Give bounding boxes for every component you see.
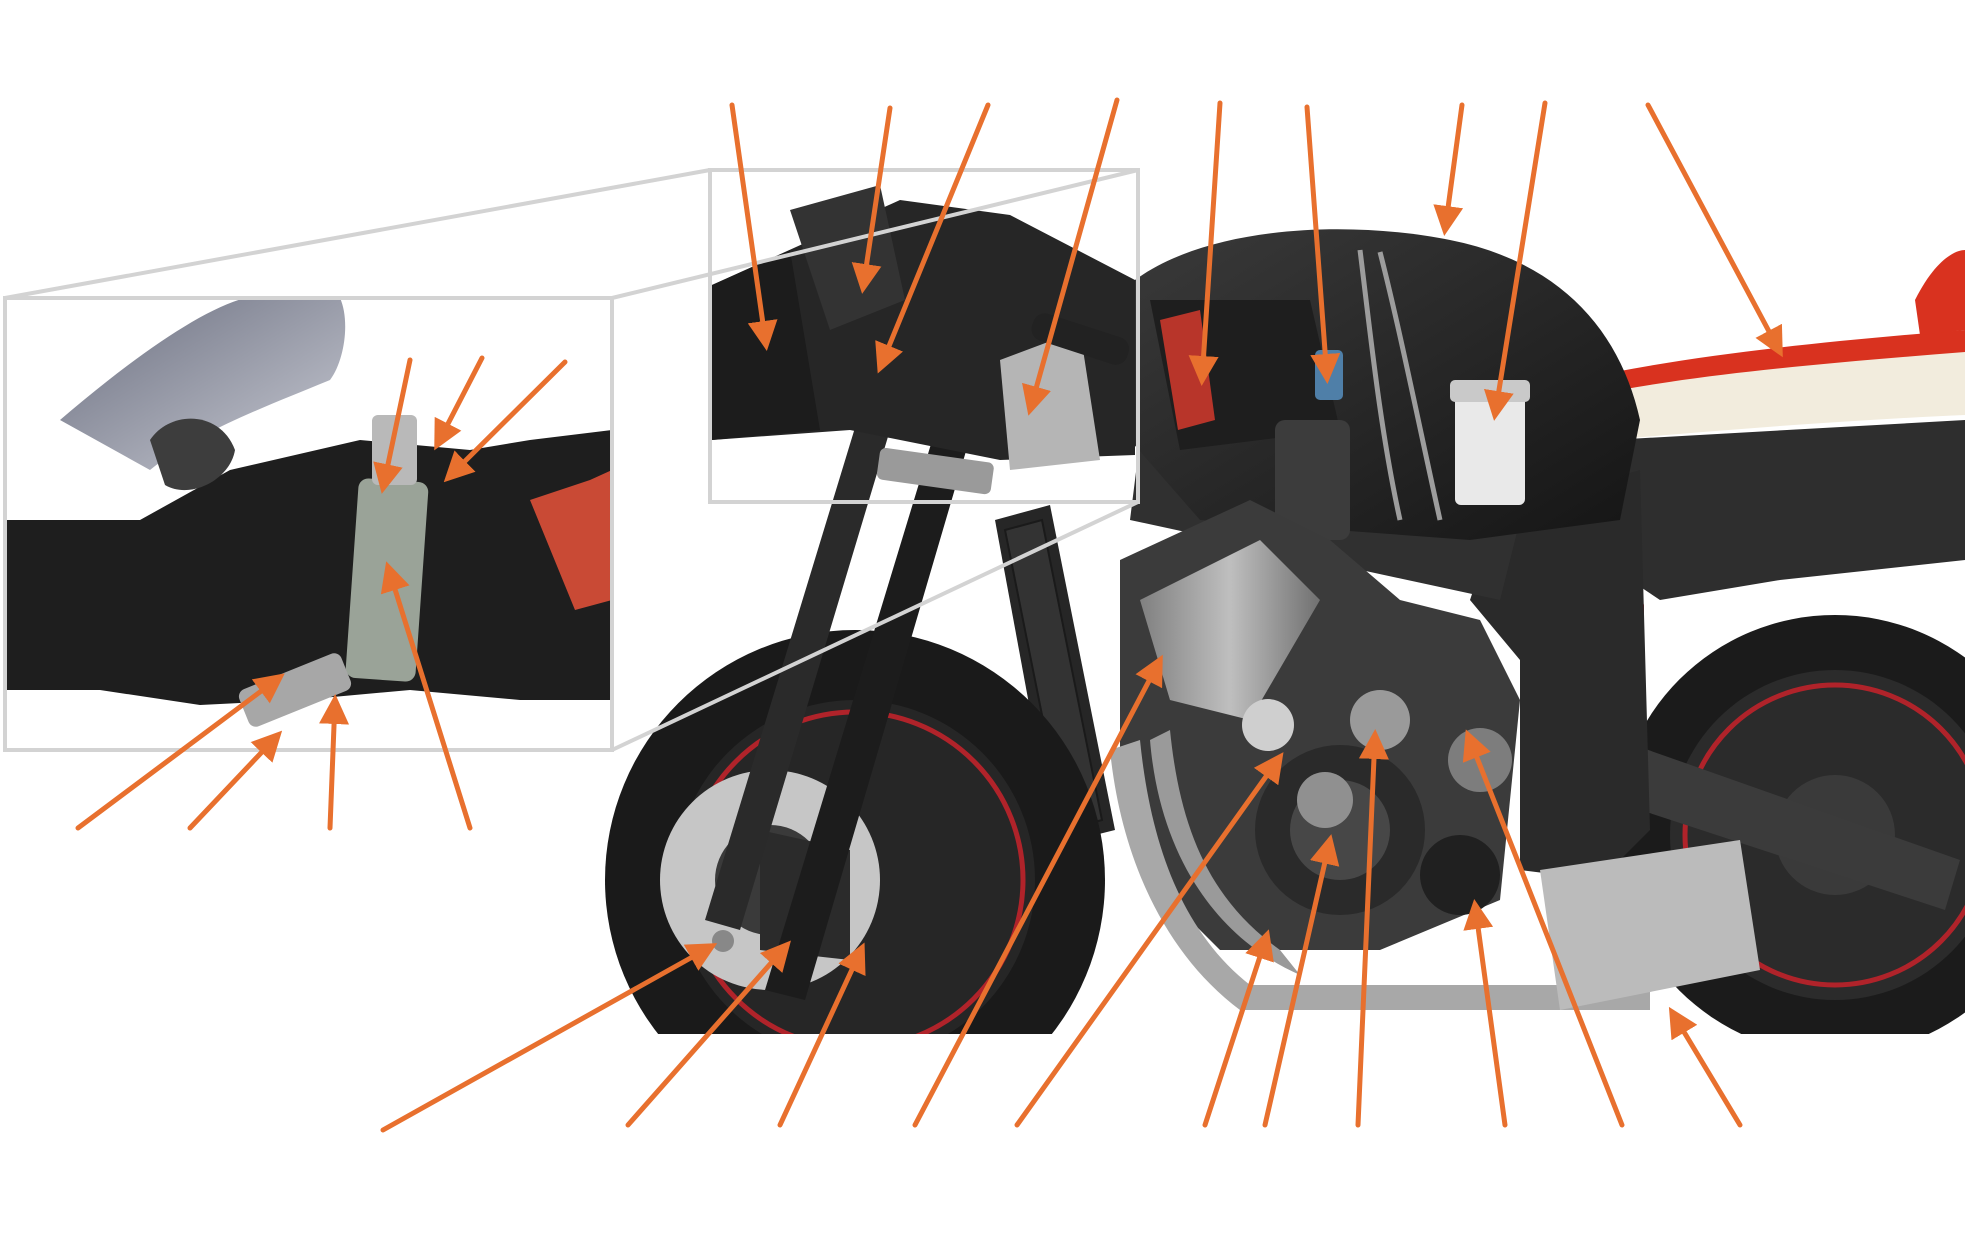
inset-detail <box>3 296 614 752</box>
callout-arrow <box>1462 729 1625 1128</box>
swingarm <box>1610 740 1960 910</box>
callout-arrow <box>1014 752 1284 1128</box>
callout-arrow <box>1022 97 1120 416</box>
fork-axle <box>712 930 734 952</box>
right-bottom-blank <box>1000 1034 1965 1236</box>
callout-arrow <box>1188 100 1223 386</box>
callout-arrow <box>1202 929 1274 1128</box>
inset-air-filter <box>530 470 612 610</box>
zoom-callout-frame <box>4 168 1140 752</box>
alternator <box>1420 835 1500 915</box>
callout-arrow <box>1463 899 1508 1128</box>
inset-windshield <box>60 298 346 470</box>
handlebar-area <box>712 185 1135 470</box>
zoom-connector-top <box>4 168 711 300</box>
callout-arrow <box>434 355 485 451</box>
air-filter <box>1160 310 1215 430</box>
callout-arrow <box>1355 729 1389 1128</box>
callout-arrow <box>875 102 991 374</box>
seat <box>1605 250 1965 440</box>
callout-arrow <box>1433 102 1465 236</box>
callout-arrow <box>187 730 283 831</box>
inset-frame <box>3 296 614 752</box>
exhaust <box>1110 730 1650 1010</box>
fuel-line <box>1357 249 1403 521</box>
callout-arrow <box>777 942 866 1128</box>
callout-arrows <box>75 97 1783 1133</box>
callout-arrow <box>1483 100 1548 421</box>
inset-stem-bottom <box>238 653 352 727</box>
fuel-line <box>1377 251 1443 521</box>
callout-arrow <box>1304 104 1341 384</box>
throttle-body <box>1275 420 1350 540</box>
callout-arrow <box>443 359 568 483</box>
gear-sprocket <box>1350 690 1410 750</box>
cam-gear <box>1297 772 1353 828</box>
zoom-connector-right-bottom <box>611 500 1139 752</box>
muffler <box>1540 840 1760 1010</box>
inset-body <box>5 430 612 705</box>
callout-arrow <box>729 102 778 351</box>
piston <box>1242 699 1294 751</box>
callout-arrow <box>625 940 791 1128</box>
callout-arrow <box>1668 1006 1743 1128</box>
inset-gauge <box>150 418 235 491</box>
callout-arrow <box>319 694 350 831</box>
callout-arrow <box>373 357 413 494</box>
zoom-region-box <box>708 168 1140 504</box>
tail-subframe <box>1600 420 1965 600</box>
fuel-pump-cap <box>1450 380 1530 402</box>
callout-arrow <box>1262 834 1340 1128</box>
zoom-connector-right-top <box>611 168 1139 300</box>
callout-arrow <box>75 673 285 831</box>
callout-arrow <box>1645 102 1783 358</box>
triple-clamp <box>876 447 994 495</box>
main-frame <box>1470 470 1650 880</box>
callout-arrow <box>851 105 893 294</box>
callout-arrow <box>380 561 473 831</box>
fuel-pump <box>1455 385 1525 505</box>
callout-arrow <box>380 943 718 1133</box>
callout-arrow <box>912 654 1163 1128</box>
